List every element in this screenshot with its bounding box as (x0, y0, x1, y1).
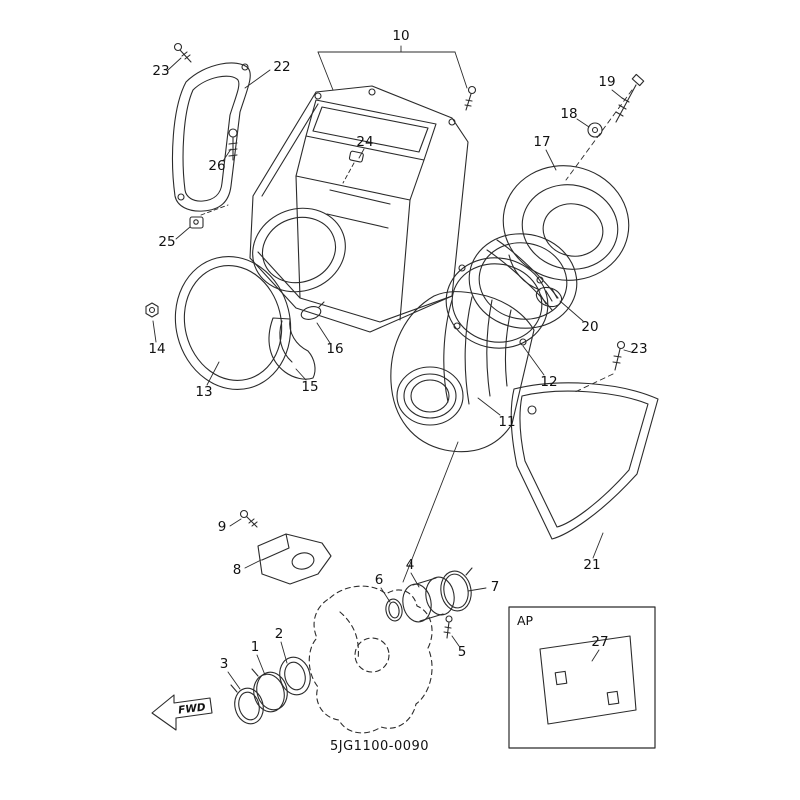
callout-7: 7 (491, 579, 500, 595)
callout-10: 10 (392, 28, 409, 44)
callout-5: 5 (458, 644, 467, 660)
callout-1: 1 (251, 639, 260, 655)
callout-8: 8 (233, 562, 242, 578)
diagram-code: 5JG1100-0090 (330, 739, 429, 754)
part-air-cleaner-case (249, 85, 469, 333)
callout-14: 14 (148, 341, 165, 357)
callout-24: 24 (356, 134, 373, 150)
engine-outline (308, 585, 433, 734)
callout-23-right: 23 (630, 341, 647, 357)
bolt-19-icon (615, 73, 645, 123)
part-hose-clamps (230, 656, 311, 725)
leader-lines (152, 45, 632, 690)
callout-22: 22 (273, 59, 290, 75)
screw-9-icon (239, 509, 258, 528)
callout-12: 12 (540, 374, 557, 390)
clip-24-icon (348, 150, 364, 163)
part-carb-joint (385, 567, 473, 623)
callout-labels: 23 22 10 26 24 19 18 17 25 14 13 16 15 2… (148, 28, 647, 672)
callout-19: 19 (598, 74, 615, 90)
clamp-16-icon (300, 301, 325, 320)
callout-11: 11 (498, 414, 515, 430)
callout-9: 9 (218, 519, 227, 535)
fwd-label: FWD (178, 701, 207, 716)
part-case-half (390, 291, 535, 453)
bolt-26-icon (228, 128, 238, 161)
washer-18-icon (587, 122, 603, 138)
callout-17: 17 (533, 134, 550, 150)
part-seal-ring (174, 255, 292, 391)
callout-26: 26 (208, 158, 225, 174)
part-side-panel (510, 382, 659, 540)
part-cover-bracket (172, 62, 251, 212)
callout-20: 20 (581, 319, 598, 335)
callout-2: 2 (275, 626, 284, 642)
callout-25: 25 (158, 234, 175, 250)
callout-13: 13 (195, 384, 212, 400)
callout-4: 4 (406, 557, 415, 573)
callout-15: 15 (301, 379, 318, 395)
callout-23-top: 23 (152, 63, 169, 79)
part-intake-duct (257, 533, 332, 585)
screw-23-icon (173, 42, 192, 63)
callout-3: 3 (220, 656, 229, 672)
part-filter-cage (468, 233, 578, 329)
screw-case-top-icon (464, 85, 477, 111)
bolt-5-icon (443, 615, 453, 639)
callout-21: 21 (583, 557, 600, 573)
part-gasket-frame (445, 257, 549, 349)
inset-label: AP (517, 613, 534, 628)
part-duct-boot (268, 317, 316, 380)
callout-16: 16 (326, 341, 343, 357)
callout-6: 6 (375, 572, 384, 588)
inset-box (508, 606, 656, 749)
clip-25-icon (189, 216, 204, 229)
callout-18: 18 (560, 106, 577, 122)
part-filter-element (502, 165, 630, 291)
nut-14-icon (145, 302, 159, 318)
callout-27: 27 (591, 634, 608, 650)
fwd-arrow-icon (151, 694, 213, 731)
screw-23-right-icon (612, 340, 626, 371)
assembly-lines (200, 89, 633, 583)
